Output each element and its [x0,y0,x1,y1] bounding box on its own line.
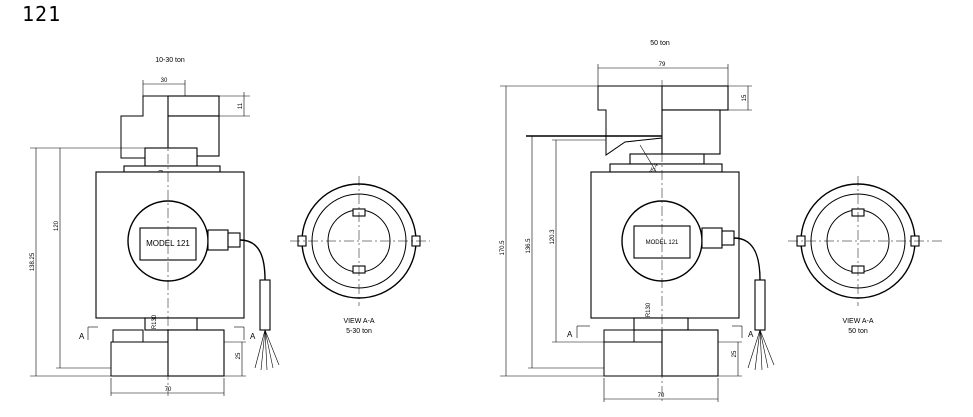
left-wire [264,329,268,371]
right-section-caption-2: 50 ton [848,328,868,335]
right-top-cap [661,85,729,111]
right-base-section [603,341,663,377]
right-load-button-section [597,85,663,156]
right-dim-top-width: 79 [659,62,666,68]
right-wire [747,329,761,369]
right-base-cup-section [603,329,635,343]
right-base-block [661,329,719,377]
left-cable-nut [227,232,241,248]
left-cable-sheath [259,279,271,331]
right-section-marker-a: A [567,330,573,339]
left-wire [264,329,280,366]
left-dim-top-height: 11 [238,102,244,109]
left-dim-height-body: 120 [54,220,60,231]
left-base-block [167,329,225,377]
right-wire [754,329,761,371]
left-section-marker-a-2: A [250,332,256,341]
right-cable-sheath [754,279,766,331]
right-dim-radius-top: R5.4 [648,162,660,177]
right-dim-height-total: 170.5 [500,240,506,256]
right-cable-gland [701,227,723,249]
page-title: 121 [22,2,62,26]
left-wire [254,329,266,369]
left-section-caption-1: VIEW A-A [343,318,374,325]
right-top-block [661,109,721,155]
right-dim-height-body: 136.5 [526,238,532,254]
right-wire [759,329,775,366]
right-section-marker-a-2: A [748,330,754,339]
right-capacity-label: 50 ton [650,40,670,47]
right-cable [733,237,761,281]
right-neck-flange [609,163,723,173]
right-cable-nut [721,230,735,246]
left-dim-base-width: 70 [165,387,172,393]
left-base-section [110,341,169,377]
left-section-marker-a: A [79,332,85,341]
right-dim-base-height: 25 [732,350,738,357]
left-model-label: MODEL 121 [146,239,190,248]
right-section-caption-1: VIEW A-A [842,318,873,325]
left-dim-height-total: 138.25 [30,252,36,271]
left-top-cap [167,95,220,117]
right-wire [759,329,763,371]
left-elevation-view: 10-30 ton 30 11 R5.9 MODEL 121 [30,57,280,396]
right-dim-base-width: 70 [658,393,665,399]
left-wire [260,329,266,371]
right-dim-top-height: 15 [742,94,748,101]
right-wire [759,329,769,369]
left-dim-radius-bottom: R130 [152,314,158,329]
left-neck-flange [123,165,221,173]
left-wire [264,329,274,369]
left-capacity-label: 10-30 ton [155,57,185,64]
right-neck [629,153,705,165]
right-elevation-view: 50 ton 79 15 R5.4 MODEL 121 [500,40,775,402]
left-dim-base-height: 25 [236,352,242,359]
left-section-caption-2: 5-30 ton [346,328,372,335]
left-section-view: VIEW A-A 5-30 ton [290,176,430,335]
left-base-cup-section [112,329,144,343]
left-cable [239,239,266,281]
right-lower-neck [633,317,689,331]
right-model-label: MODEL 121 [646,240,679,246]
right-dim-height-inner: 120.3 [550,229,556,245]
left-cable-gland [207,229,229,251]
right-section-view: VIEW A-A 50 ton [788,176,944,335]
left-neck [144,147,198,167]
left-dim-top-width: 30 [161,78,168,84]
right-dim-radius-bottom: R130 [646,302,652,317]
